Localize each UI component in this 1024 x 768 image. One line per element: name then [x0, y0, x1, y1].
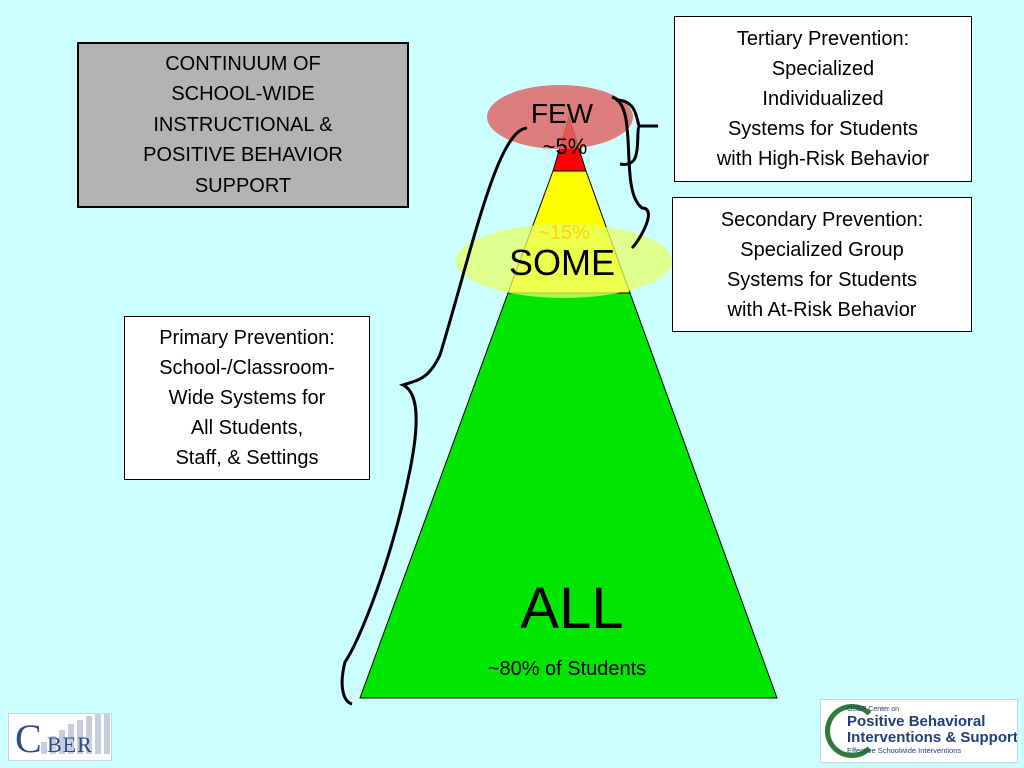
tertiary-brace [615, 98, 642, 166]
secondary-line: Systems for Students [726, 268, 918, 291]
tier-some-label: SOME [508, 242, 615, 283]
tertiary-line: Individualized [762, 88, 884, 110]
few-highlight-ellipse [487, 85, 633, 149]
title-line: CONTINUUM OF [165, 52, 321, 75]
cber-logo: C BER [8, 713, 112, 761]
primary-prevention-box: Primary Prevention: School-/Classroom- W… [124, 316, 370, 480]
primary-brace [340, 126, 528, 706]
secondary-brace [611, 95, 650, 250]
primary-line: All Students, [190, 417, 304, 439]
some-highlight-ellipse [456, 224, 672, 298]
pbis-logo-line3: Interventions & Supports [847, 729, 1018, 746]
primary-line: Staff, & Settings [175, 447, 319, 469]
tertiary-line: Tertiary Prevention: [736, 28, 910, 50]
pbis-logo-line1: OSEP Center on [847, 706, 900, 713]
tertiary-line: with High-Risk Behavior [716, 148, 930, 170]
tertiary-line: Specialized [771, 58, 875, 80]
title-line: INSTRUCTIONAL & [153, 113, 333, 136]
secondary-line: with At-Risk Behavior [727, 298, 917, 321]
tier-all-label: ALL [520, 576, 624, 641]
tertiary-line: Systems for Students [727, 118, 919, 140]
pbis-logo-line4: Effective Schoolwide Interventions [847, 746, 962, 755]
tier-few-label: FEW [530, 98, 594, 129]
secondary-prevention-box: Secondary Prevention: Specialized Group … [672, 197, 972, 332]
pbis-logo: OSEP Center on Positive Behavioral Inter… [820, 699, 1018, 763]
secondary-line: Specialized Group [740, 238, 904, 261]
cber-logo-text: BER [47, 732, 93, 757]
pbis-logo-ring [825, 704, 879, 758]
primary-line: Wide Systems for [168, 387, 326, 409]
primary-line: Primary Prevention: [159, 327, 335, 349]
cber-logo-bars [41, 714, 110, 754]
tier-few-percent: ~5% [542, 134, 588, 159]
tier-some-percent: ~15% [538, 222, 590, 244]
primary-line: School-/Classroom- [159, 357, 335, 379]
title-line: SCHOOL-WIDE [171, 83, 315, 106]
tier-all-percent: ~80% of Students [487, 658, 647, 680]
title-line: POSITIVE BEHAVIOR [143, 144, 343, 167]
pbis-logo-line2: Positive Behavioral [847, 713, 986, 730]
diagram-title-box: CONTINUUM OF SCHOOL-WIDE INSTRUCTIONAL &… [77, 42, 409, 208]
title-line: SUPPORT [194, 174, 292, 197]
secondary-line: Secondary Prevention: [720, 208, 924, 231]
tertiary-prevention-box: Tertiary Prevention: Specialized Individ… [674, 16, 972, 182]
cber-logo-c: C [15, 716, 42, 761]
